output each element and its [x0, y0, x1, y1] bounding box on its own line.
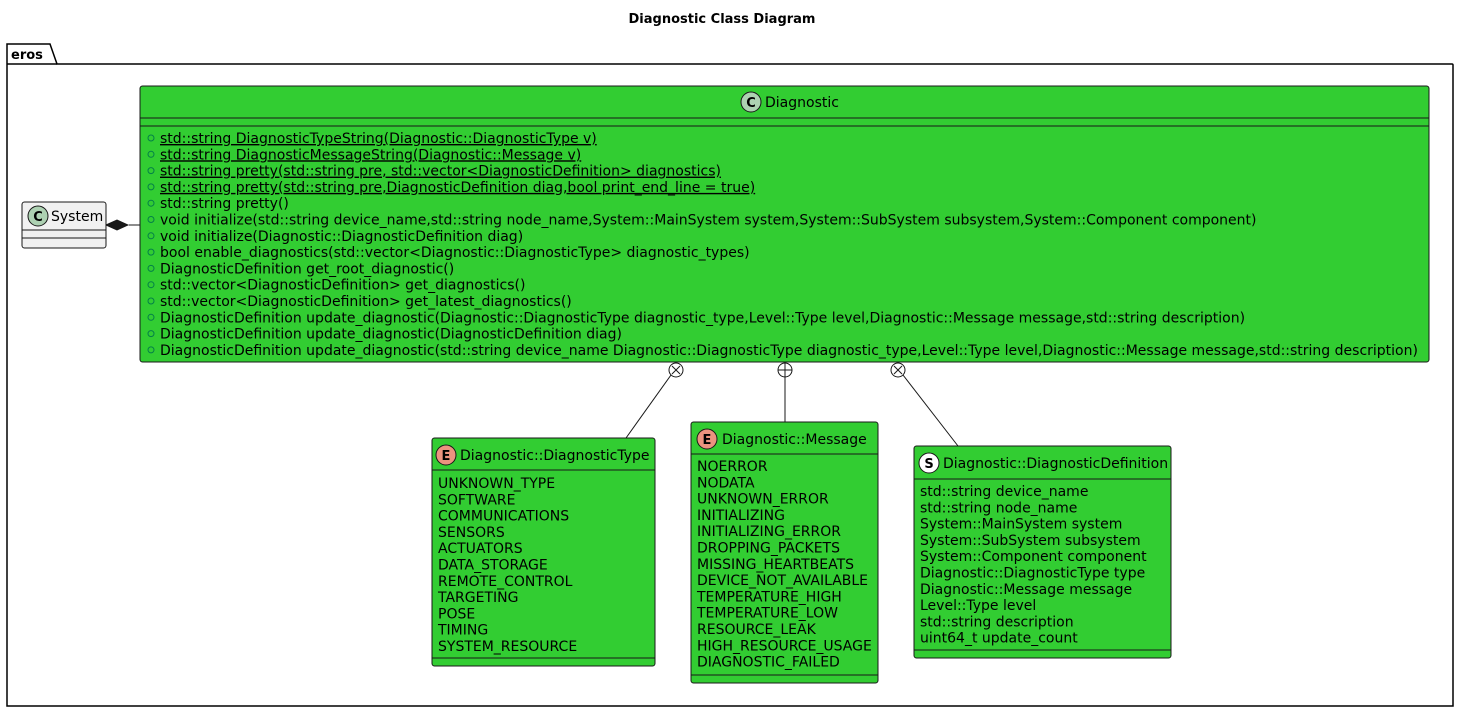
struct-field: System::SubSystem subsystem	[920, 533, 1141, 549]
public-visibility-icon	[147, 297, 155, 305]
struct-badge-letter: S	[924, 457, 933, 472]
class-badge-icon	[740, 91, 762, 113]
enum-value: SOFTWARE	[438, 492, 516, 508]
enum-badge-icon	[435, 444, 457, 466]
class-badge-icon	[27, 205, 49, 227]
enum-value: UNKNOWN_ERROR	[697, 492, 829, 508]
struct-field: std::string description	[920, 614, 1074, 630]
enum-value: POSE	[438, 606, 475, 622]
enum-value: NOERROR	[697, 459, 768, 475]
struct-field: std::string node_name	[920, 500, 1077, 516]
struct-diagnostic-definition[interactable]: S Diagnostic::DiagnosticDefinition std::…	[913, 445, 1172, 659]
composition-link	[104, 219, 140, 231]
struct-field: uint64_t update_count	[920, 631, 1078, 647]
struct-field: Diagnostic::Message message	[920, 582, 1132, 598]
enum-value: REMOTE_CONTROL	[438, 574, 573, 590]
public-visibility-icon	[147, 264, 155, 272]
method-row: std::string pretty(std::string pre, std:…	[160, 164, 721, 180]
relationships	[104, 219, 959, 447]
enum-value: INITIALIZING_ERROR	[697, 524, 841, 540]
enum-badge-icon	[696, 428, 718, 450]
public-visibility-icon	[147, 330, 155, 338]
enum-value: ACTUATORS	[438, 541, 523, 557]
enum-value: HIGH_RESOURCE_USAGE	[697, 638, 872, 654]
public-visibility-icon	[147, 183, 155, 191]
method-row: DiagnosticDefinition update_diagnostic(D…	[160, 310, 1245, 326]
class-diagnostic[interactable]: C Diagnostic std::string DiagnosticTypeS…	[139, 85, 1430, 363]
method-row: DiagnosticDefinition update_diagnostic(s…	[160, 343, 1418, 359]
method-row: void initialize(Diagnostic::DiagnosticDe…	[160, 229, 523, 245]
method-row: bool enable_diagnostics(std::vector<Diag…	[160, 245, 750, 261]
enum-diagnostic-type[interactable]: E Diagnostic::DiagnosticType UNKNOWN_TYP…	[431, 437, 656, 667]
enum-value: SENSORS	[438, 525, 505, 541]
class-name: System	[51, 209, 103, 225]
enum-message[interactable]: E Diagnostic::Message NOERRORNODATAUNKNO…	[690, 421, 879, 684]
public-visibility-icon	[147, 216, 155, 223]
method-row: std::string pretty()	[160, 196, 289, 212]
method-row: std::vector<DiagnosticDefinition> get_di…	[160, 278, 525, 294]
enum-name: Diagnostic::DiagnosticType	[460, 448, 649, 464]
public-visibility-icon	[147, 167, 155, 175]
enum-value: DATA_STORAGE	[438, 558, 548, 574]
struct-field: System::Component component	[920, 549, 1147, 565]
enum-value: TEMPERATURE_HIGH	[696, 589, 842, 605]
nesting-link-diagnostic-type	[625, 362, 684, 439]
class-badge-letter: C	[746, 96, 756, 111]
public-visibility-icon	[147, 150, 155, 158]
nesting-link-message	[777, 362, 793, 422]
struct-field: System::MainSystem system	[920, 517, 1122, 533]
enum-value: MISSING_HEARTBEATS	[697, 557, 854, 573]
struct-field: Level::Type level	[920, 598, 1036, 614]
enum-value: DROPPING_PACKETS	[697, 541, 840, 557]
public-visibility-icon	[147, 134, 155, 142]
struct-field: Diagnostic::DiagnosticType type	[920, 566, 1145, 582]
method-row: std::string pretty(std::string pre,Diagn…	[160, 180, 755, 196]
class-badge-letter: C	[33, 210, 43, 225]
class-system[interactable]: C System	[21, 201, 107, 249]
enum-value: UNKNOWN_TYPE	[438, 476, 555, 492]
enum-badge-letter: E	[703, 433, 712, 448]
method-row: std::string DiagnosticTypeString(Diagnos…	[160, 131, 597, 147]
struct-badge-icon	[918, 452, 940, 474]
method-row: void initialize(std::string device_name,…	[160, 213, 1256, 229]
enum-value: TIMING	[437, 623, 488, 639]
diagram-title: Diagnostic Class Diagram	[629, 12, 816, 27]
public-visibility-icon	[147, 248, 155, 256]
nesting-link-diagnostic-definition	[890, 362, 959, 447]
public-visibility-icon	[147, 346, 155, 354]
class-name: Diagnostic	[765, 95, 839, 111]
method-row: std::vector<DiagnosticDefinition> get_la…	[160, 294, 572, 310]
public-visibility-icon	[147, 281, 155, 289]
enum-badge-letter: E	[442, 449, 451, 464]
enum-value: RESOURCE_LEAK	[697, 622, 817, 638]
enum-value: SYSTEM_RESOURCE	[438, 639, 577, 655]
package-name: eros	[11, 48, 43, 63]
public-visibility-icon	[147, 313, 155, 321]
public-visibility-icon	[147, 232, 155, 240]
composition-diamond	[104, 219, 130, 231]
package-eros: eros	[6, 43, 1454, 707]
method-row: DiagnosticDefinition get_root_diagnostic…	[160, 261, 454, 277]
enum-value: DIAGNOSTIC_FAILED	[697, 655, 840, 671]
enum-value: NODATA	[697, 475, 755, 491]
enum-name: Diagnostic::Message	[722, 432, 867, 448]
method-row: std::string DiagnosticMessageString(Diag…	[160, 147, 581, 163]
enum-value: TEMPERATURE_LOW	[696, 606, 838, 622]
enum-value: DEVICE_NOT_AVAILABLE	[697, 573, 868, 589]
public-visibility-icon	[147, 199, 155, 207]
struct-field: std::string device_name	[920, 484, 1088, 500]
enum-value: COMMUNICATIONS	[438, 509, 569, 525]
enum-value: INITIALIZING	[697, 508, 785, 524]
method-row: DiagnosticDefinition update_diagnostic(D…	[160, 327, 622, 343]
struct-name: Diagnostic::DiagnosticDefinition	[943, 456, 1168, 472]
enum-value: TARGETING	[437, 590, 518, 606]
